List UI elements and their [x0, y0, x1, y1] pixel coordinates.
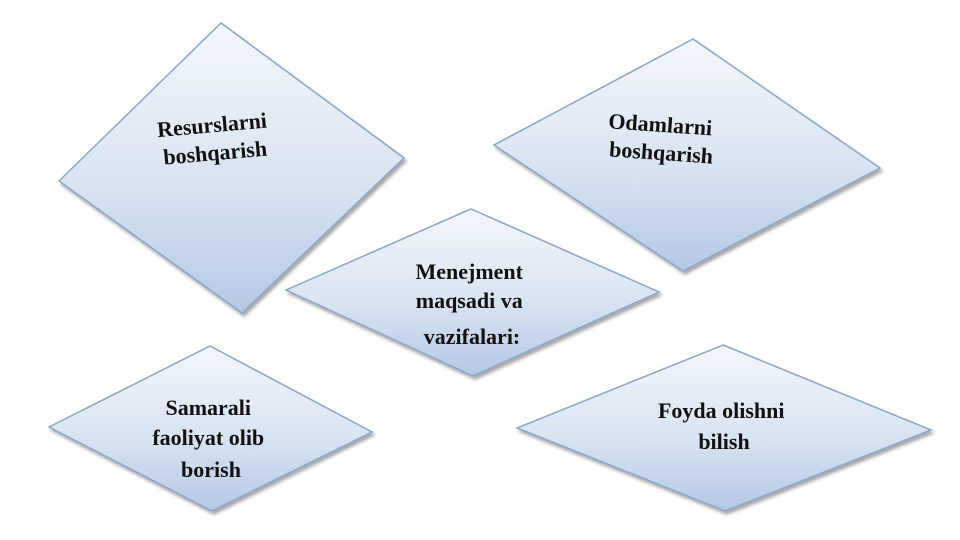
diamond-shape — [492, 38, 882, 272]
diamond-label-line: Foyda olishni — [658, 398, 785, 423]
diamond-label-line: bilish — [698, 429, 749, 454]
diamond-shape — [57, 22, 406, 314]
diamond-center-topic: Menejment maqsadi va vazifalari: — [284, 208, 661, 377]
diamond-label-line: Samarali — [165, 395, 251, 420]
center-label-line: maqsadi va — [416, 288, 523, 313]
diamond-label-line: borish — [181, 457, 241, 482]
diamond-shape — [514, 344, 934, 512]
diamond-people-management: Odamlarni boshqarish — [492, 38, 882, 272]
diamond-efficient-activity: Samarali faoliyat olib borish — [47, 345, 374, 512]
diamond-profit-knowledge: Foyda olishni bilish — [514, 344, 934, 512]
svg-text:Foyda olishni bilish: Foyda olishni bilish — [658, 398, 790, 454]
center-label-line: Menejment — [415, 259, 523, 284]
center-label-line: vazifalari: — [424, 324, 521, 349]
diamond-shape — [284, 208, 661, 377]
diamond-label-line: faoliyat olib — [152, 425, 264, 450]
diamond-resources-management: Resurslarni boshqarish — [57, 22, 406, 314]
svg-text:Menejment maqsadi va: Menejment maqsadi va vazifalari: — [415, 259, 528, 349]
svg-text:Samarali faoliyat olib: Samarali faoliyat olib borish — [152, 395, 269, 482]
diamond-shape — [47, 345, 374, 512]
